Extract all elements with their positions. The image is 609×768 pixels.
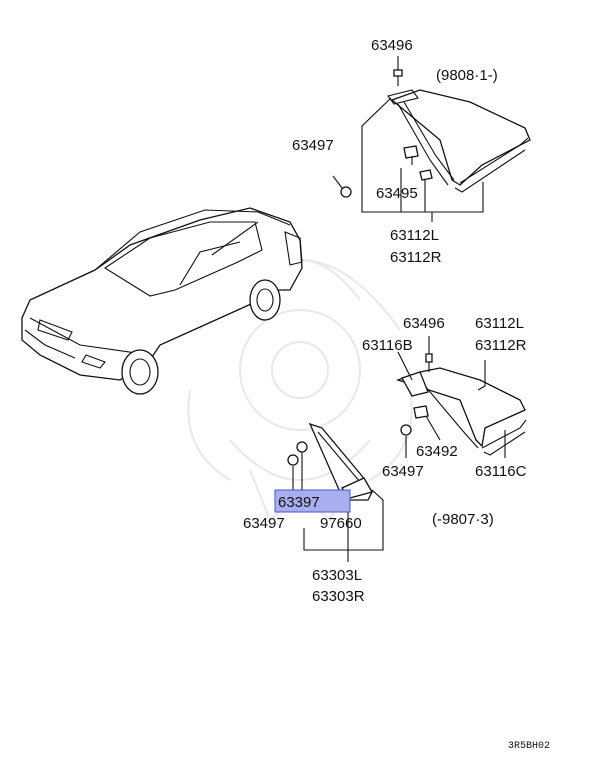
callout-63112r-mid: 63112R [475,337,527,354]
callout-63497-mid: 63497 [382,463,424,480]
callout-63303l: 63303L [312,567,362,584]
callout-63497-low: 63497 [243,515,285,532]
upper-trim-assembly [340,69,531,198]
callout-63112r-top: 63112R [390,249,442,266]
middle-callout-leaders [397,336,506,458]
callout-63496-top: 63496 [371,37,413,54]
callout-63303r: 63303R [312,588,365,605]
callout-63112l-mid: 63112L [475,315,524,332]
callout-63496-mid: 63496 [403,315,445,332]
callout-63495: 63495 [376,185,418,202]
lower-trim-assembly [287,422,373,501]
upper-callout-leaders [332,56,484,222]
diagram-code: 3R5BH02 [508,741,550,752]
callout-97660: 97660 [320,515,362,532]
callout-63492: 63492 [416,443,458,460]
middle-trim-assembly [395,353,527,456]
date-range-old: (-9807·3) [432,511,494,528]
date-range-new: (9808·1-) [436,67,498,84]
car-illustration [21,207,303,395]
callout-63116c: 63116C [475,463,527,480]
callout-63112l-top: 63112L [390,227,439,244]
callout-63116b: 63116B [362,337,413,354]
highlight-63397 [274,489,351,513]
callout-63497-top: 63497 [292,137,334,154]
callout-63397: 63397 [278,494,320,511]
